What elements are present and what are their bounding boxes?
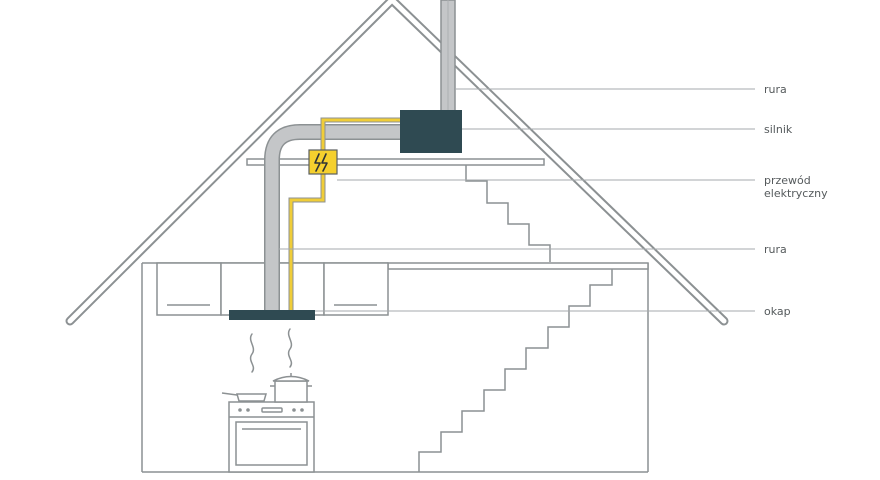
motor	[400, 110, 462, 153]
pan	[221, 392, 267, 402]
steam-icon	[249, 328, 293, 373]
attic-stairs	[465, 165, 551, 262]
label-motor: silnik	[764, 123, 793, 136]
ceiling-slab	[387, 262, 649, 270]
label-pipe-mid: rura	[764, 243, 787, 256]
leader-lines	[279, 88, 755, 312]
junction-box	[308, 149, 338, 175]
label-electric-cable: przewód elektryczny	[764, 174, 828, 200]
house-stairs	[418, 269, 613, 472]
pot	[270, 373, 312, 403]
attic-floor	[246, 158, 545, 166]
stove	[228, 401, 315, 473]
hood	[229, 310, 315, 320]
label-hood: okap	[764, 305, 791, 318]
label-pipe-top: rura	[764, 83, 787, 96]
lightning-icon	[314, 153, 328, 172]
roof	[65, 0, 729, 326]
